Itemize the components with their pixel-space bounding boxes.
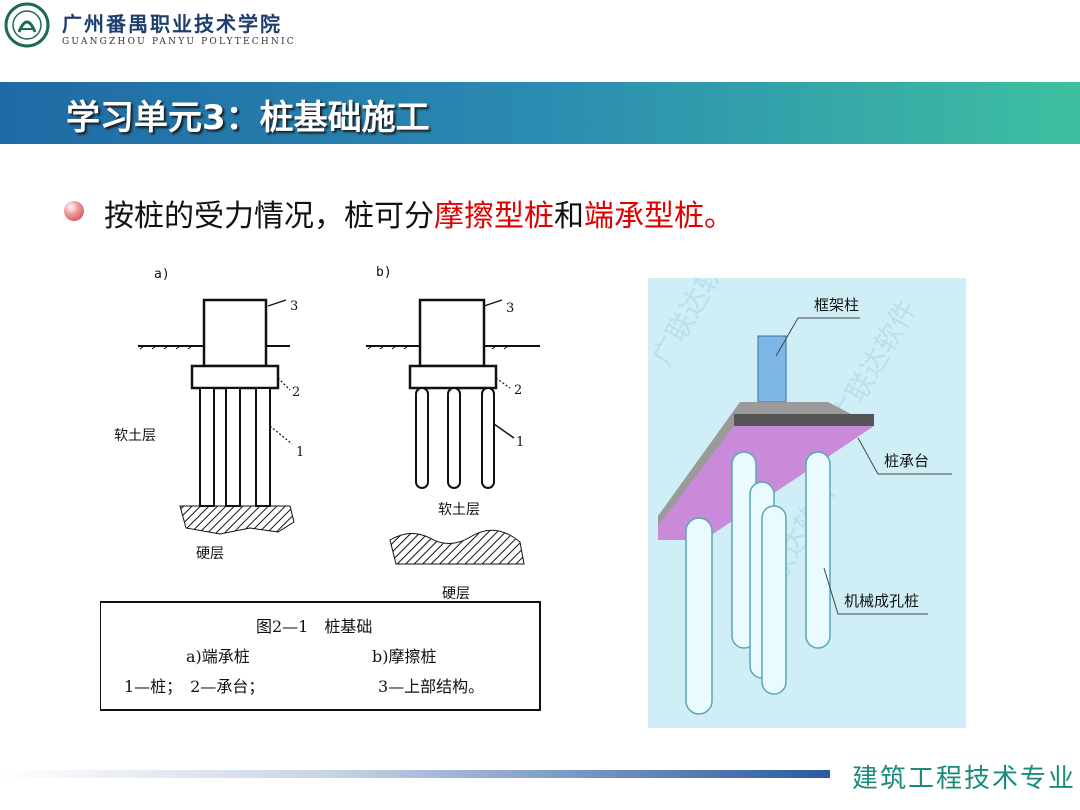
caption-legend2: 3—上部结构。 xyxy=(378,677,484,696)
caption-b: b)摩擦桩 xyxy=(372,647,437,666)
num1-b: 1 xyxy=(516,435,524,450)
num2-b: 2 xyxy=(514,383,522,398)
title-bar xyxy=(0,82,1080,144)
bullet-suffix: 。 xyxy=(704,199,734,234)
num3-b: 3 xyxy=(506,301,514,316)
num1-a: 1 xyxy=(296,445,304,460)
school-name-en: GUANGZHOU PANYU POLYTECHNIC xyxy=(62,37,296,47)
label-b: b) xyxy=(376,265,392,280)
term-friction-pile: 摩擦型桩 xyxy=(434,199,554,234)
school-logo-icon xyxy=(4,2,50,48)
label-frame-column: 框架柱 xyxy=(814,296,859,314)
slide-title: 学习单元3：桩基础施工 xyxy=(66,98,430,138)
caption-title: 图2—1 桩基础 xyxy=(256,617,372,636)
pile-foundation-diagram: a) 3 2 1 软土层 硬层 b) 3 2 1 软土层 硬层 图2—1 桩基础… xyxy=(100,265,541,711)
bullet-icon xyxy=(64,201,84,221)
bullet-prefix: 按桩的受力情况，桩可分 xyxy=(104,199,434,234)
label-a: a) xyxy=(154,267,170,282)
caption-a: a)端承桩 xyxy=(186,647,250,666)
soft-layer-label-a: 软土层 xyxy=(114,428,156,444)
soft-layer-label-b: 软土层 xyxy=(438,502,480,518)
pile-3d-illustration: 广联达软件 广联达软件 广联达软件 框架柱 桩承台 机械成孔桩 xyxy=(648,278,966,728)
num2-a: 2 xyxy=(292,385,300,400)
major-name: 建筑工程技术专业 xyxy=(852,764,1077,794)
label-bored-pile: 机械成孔桩 xyxy=(844,592,919,610)
term-end-bearing-pile: 端承型桩 xyxy=(584,199,704,234)
bullet-text: 按桩的受力情况，桩可分摩擦型桩和端承型桩。 xyxy=(104,191,734,235)
bullet-middle: 和 xyxy=(554,199,584,234)
num3-a: 3 xyxy=(290,299,298,314)
footer-line xyxy=(0,770,830,778)
hard-layer-label-a: 硬层 xyxy=(196,546,224,562)
label-pile-cap: 桩承台 xyxy=(884,452,929,470)
school-name-cn: 广州番禺职业技术学院 xyxy=(62,12,282,36)
caption-legend1: 1—桩； 2—承台； xyxy=(124,677,264,696)
hard-layer-label-b: 硬层 xyxy=(442,586,470,602)
header: 广州番禺职业技术学院 GUANGZHOU PANYU POLYTECHNIC xyxy=(0,0,1080,80)
